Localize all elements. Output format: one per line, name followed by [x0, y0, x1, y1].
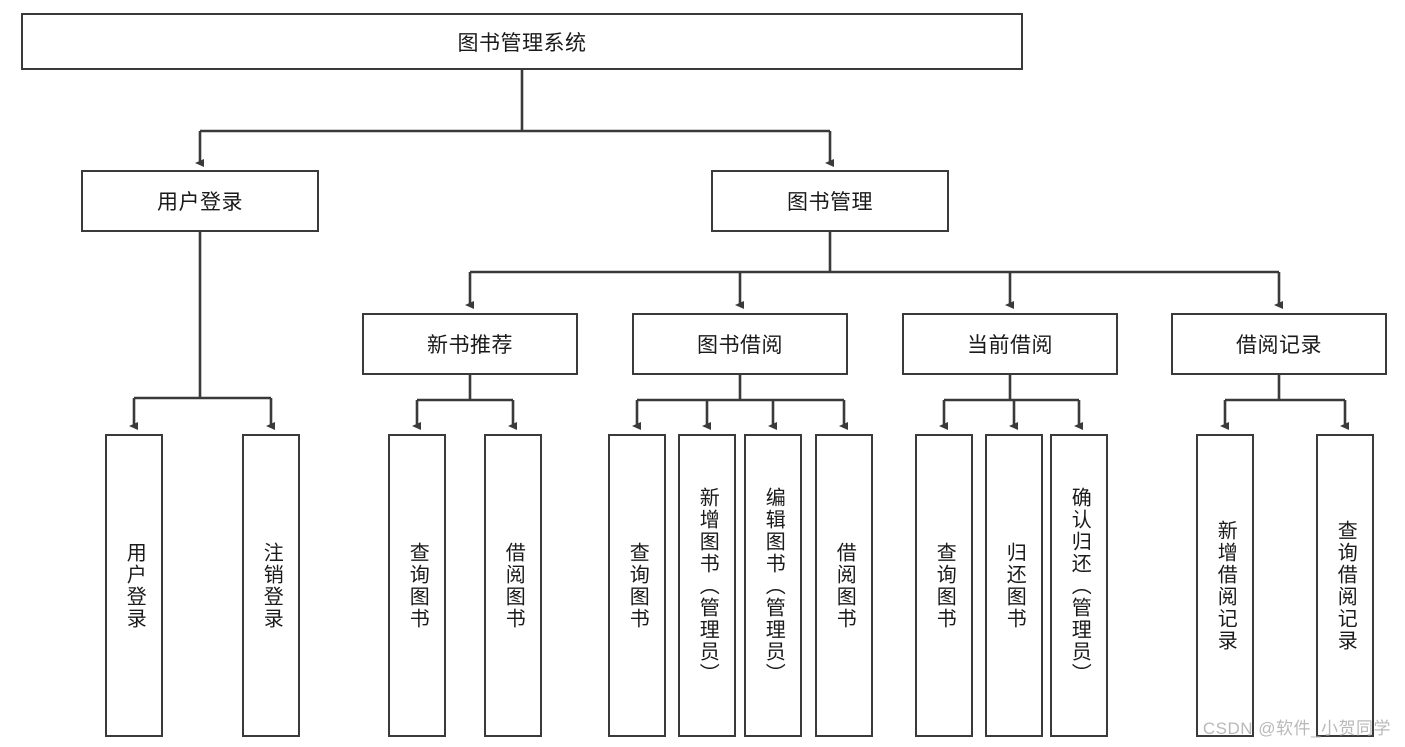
node-label: 编辑图书（管理员）: [762, 486, 785, 685]
watermark: CSDN @软件_小贺同学: [1202, 719, 1391, 738]
node-label: 确认归还（管理员）: [1068, 486, 1091, 685]
node-label: 图书借阅: [697, 334, 783, 357]
node-root-book-management-system[interactable]: 图书管理系统: [21, 13, 1023, 70]
leaf-query-books-recommendation[interactable]: 查询图书: [388, 434, 446, 737]
leaf-logout[interactable]: 注销登录: [242, 434, 300, 737]
node-book-borrowing[interactable]: 图书借阅: [632, 313, 848, 375]
node-label: 新增图书（管理员）: [696, 486, 719, 685]
node-label: 图书管理: [787, 191, 873, 214]
node-label: 当前借阅: [967, 334, 1053, 357]
node-label: 查询图书: [406, 541, 429, 630]
node-label: 查询借阅记录: [1334, 519, 1357, 652]
node-label: 查询图书: [626, 541, 649, 630]
node-label: 图书管理系统: [457, 31, 587, 55]
leaf-add-borrowing-record[interactable]: 新增借阅记录: [1196, 434, 1254, 737]
node-book-management[interactable]: 图书管理: [711, 170, 949, 232]
node-label: 新增借阅记录: [1214, 519, 1237, 652]
leaf-query-books-borrowing[interactable]: 查询图书: [608, 434, 666, 737]
node-label: 用户登录: [123, 541, 146, 630]
leaf-query-borrowing-record[interactable]: 查询借阅记录: [1316, 434, 1374, 737]
node-label: 注销登录: [260, 541, 283, 630]
leaf-edit-book-admin[interactable]: 编辑图书（管理员）: [744, 434, 802, 737]
leaf-query-books-current[interactable]: 查询图书: [915, 434, 973, 737]
node-label: 借阅记录: [1236, 334, 1322, 357]
node-current-borrowing[interactable]: 当前借阅: [902, 313, 1118, 375]
node-label: 查询图书: [933, 541, 956, 630]
node-borrowing-records[interactable]: 借阅记录: [1171, 313, 1387, 375]
node-label: 归还图书: [1003, 541, 1026, 630]
leaf-borrow-books-borrowing[interactable]: 借阅图书: [815, 434, 873, 737]
leaf-return-books[interactable]: 归还图书: [985, 434, 1043, 737]
leaf-add-book-admin[interactable]: 新增图书（管理员）: [678, 434, 736, 737]
leaf-user-login[interactable]: 用户登录: [105, 434, 163, 737]
node-new-book-recommendation[interactable]: 新书推荐: [362, 313, 578, 375]
node-label: 借阅图书: [502, 541, 525, 630]
leaf-confirm-return-admin[interactable]: 确认归还（管理员）: [1050, 434, 1108, 737]
node-label: 用户登录: [157, 191, 243, 214]
leaf-borrow-books-recommendation[interactable]: 借阅图书: [484, 434, 542, 737]
node-label: 新书推荐: [427, 334, 513, 357]
node-user-login[interactable]: 用户登录: [81, 170, 319, 232]
node-label: 借阅图书: [833, 541, 856, 630]
